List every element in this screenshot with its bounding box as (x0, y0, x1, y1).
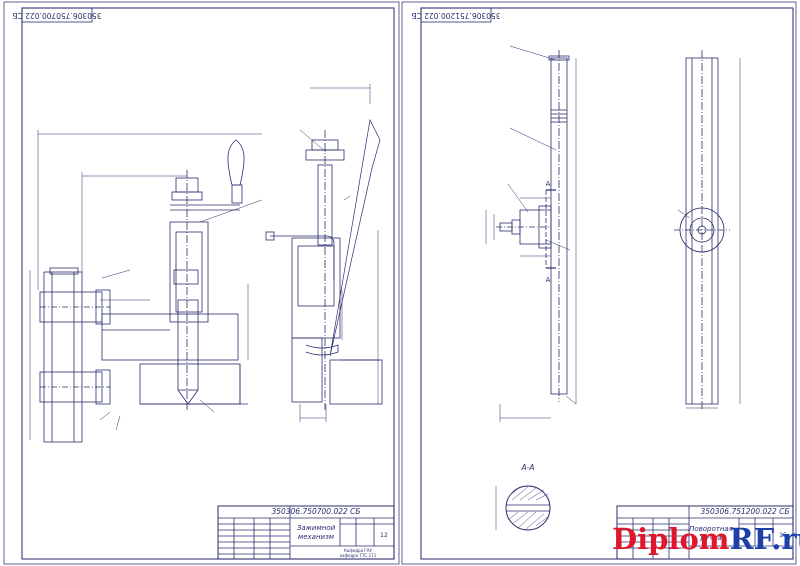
sheet-1: 350306.750700.022 СБ (3, 1, 400, 565)
sheet-1-inner-frame (21, 7, 395, 560)
sheet-2-code-box (420, 7, 492, 23)
handle-rod-side (674, 50, 730, 410)
sheet-2-title-line-2: ручка (699, 534, 721, 542)
sheet-1-title-line-2: механизм (298, 533, 335, 541)
clamp-arm (101, 313, 248, 405)
sheet-1-title-block: 350306.750700.022 СБ Зажимной механизм 1… (217, 505, 395, 560)
sheet-1-stamp-code: 350306.750700.022 СБ (271, 507, 360, 516)
sheet-2-title-line-1: Поворотная (689, 525, 733, 533)
section-cut-label-bottom: А (546, 276, 551, 284)
sheet-2-stamp-code: 350306.751200.022 СБ (700, 507, 789, 516)
section-a-a-label: А-А (521, 463, 535, 472)
sheet-2-leaders (507, 45, 577, 405)
sheet-2-inner-frame (420, 7, 794, 560)
sheet-1-sheet-number: 12 (380, 532, 388, 539)
sheet-2: 350306.751200.022 СБ А А (401, 1, 797, 565)
handle-hub: А А (496, 180, 556, 284)
watermark-part-1: Diplom (612, 522, 730, 556)
sheet-1-outer-border (3, 1, 400, 565)
sheet-1-leaders (99, 129, 351, 431)
sheet-1-org-line-2: кафедра ТТС-171 (340, 553, 377, 558)
section-a-a: А-А (495, 463, 551, 531)
clamp-screw-assembly (169, 139, 245, 410)
section-cut-label-top: А (546, 180, 551, 188)
sheet-1-frame-code: 350306.750700.022 СБ (12, 11, 101, 20)
watermark-part-2: RF.ru (729, 522, 800, 556)
watermark-logo: DiplomRF.ru (612, 522, 800, 556)
sheet-1-title-line-1: Зажимной (297, 524, 336, 532)
sheet-2-dimensions (485, 58, 741, 422)
sheet-2-title-block: 350306.751200.022 СБ Поворотная ручка 15 (616, 505, 794, 560)
sheet-1-org-line-1: Кафедра ГАУ (344, 548, 372, 553)
sheet-2-frame-code: 350306.751200.022 СБ (411, 11, 500, 20)
sheet-1-dimensions (29, 84, 379, 440)
handle-rod-front (548, 50, 570, 402)
sheet-2-sheet-number: 15 (779, 532, 787, 539)
sheet-1-code-box (21, 7, 93, 23)
clamp-mount-column (39, 267, 111, 443)
sheet-2-outer-border (401, 1, 797, 565)
clamp-side-view (265, 118, 383, 410)
